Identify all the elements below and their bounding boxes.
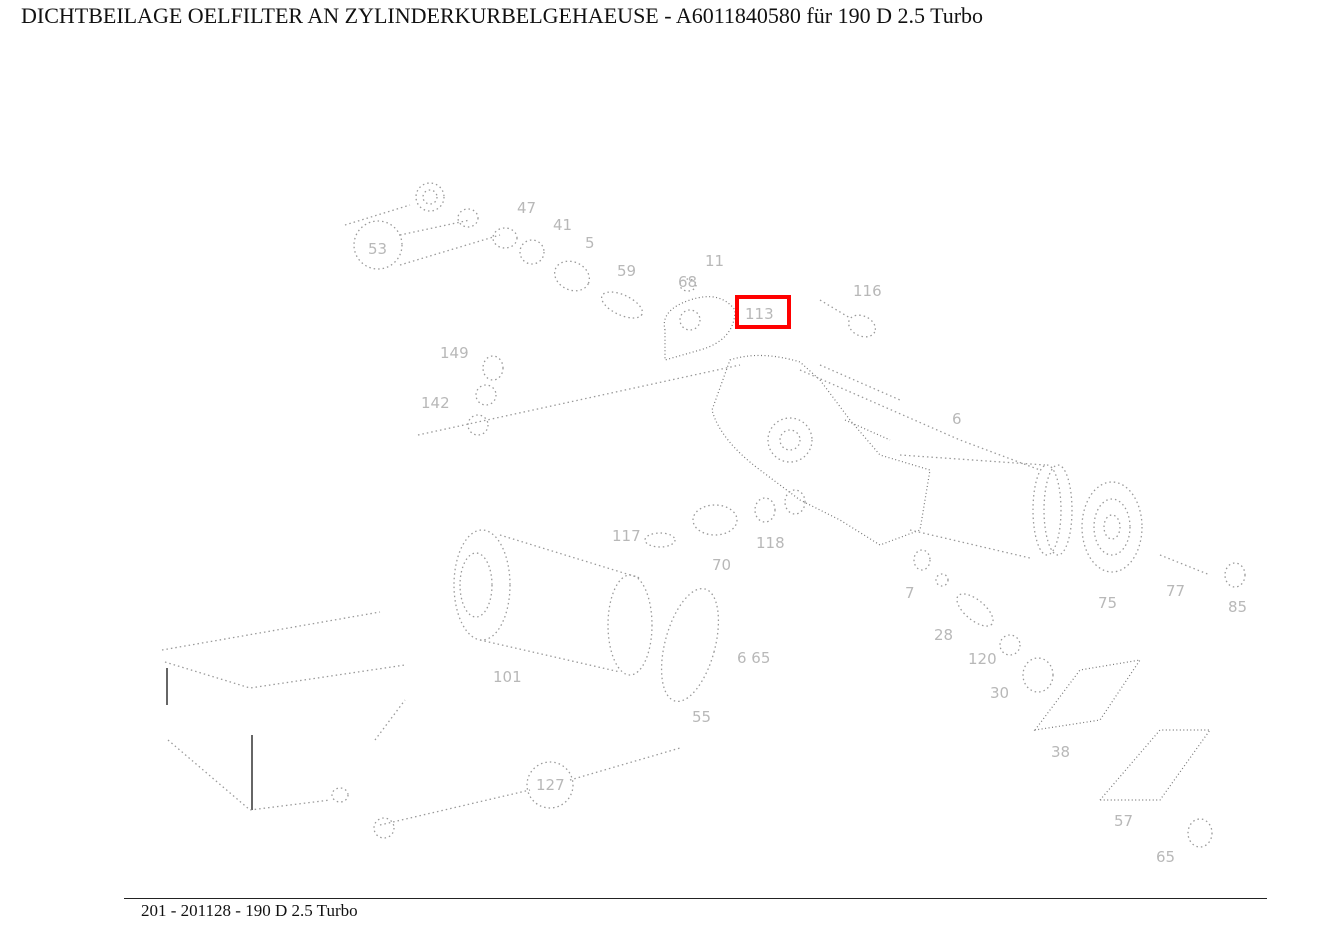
part-label[interactable]: 11 <box>705 252 724 270</box>
part-label[interactable]: 6 <box>952 410 962 428</box>
part-label[interactable]: 77 <box>1166 582 1185 600</box>
gasket-ring-55 <box>660 587 720 703</box>
highlight-box <box>735 295 791 329</box>
part-label[interactable]: 47 <box>517 199 536 217</box>
part-label[interactable]: 70 <box>712 556 731 574</box>
part-label[interactable]: 59 <box>617 262 636 280</box>
filter-cylinder-right <box>899 454 1246 588</box>
part-label[interactable]: 65 <box>1156 848 1175 866</box>
part-label[interactable]: 116 <box>853 282 882 300</box>
lower-right-parts <box>913 549 1213 848</box>
part-label[interactable]: 5 <box>585 234 595 252</box>
part-label[interactable]: 6 65 <box>737 649 770 667</box>
part-label[interactable]: 127 <box>536 776 565 794</box>
part-label[interactable]: 117 <box>612 527 641 545</box>
part-label[interactable]: 120 <box>968 650 997 668</box>
part-label[interactable]: 149 <box>440 344 469 362</box>
part-label[interactable]: 53 <box>368 240 387 258</box>
part-label[interactable]: 68 <box>678 273 697 291</box>
part-label[interactable]: 7 <box>905 584 915 602</box>
upper-bracket <box>663 278 736 361</box>
part-label[interactable]: 41 <box>553 216 572 234</box>
filter-cartridge-101 <box>453 529 653 676</box>
part-labels: 53 47 41 5 59 11 68 113 116 149 142 6 11… <box>368 199 1247 866</box>
part-label[interactable]: 30 <box>990 684 1009 702</box>
part-label[interactable]: 118 <box>756 534 785 552</box>
part-label[interactable]: 85 <box>1228 598 1247 616</box>
oil-filter-housing <box>644 354 1041 548</box>
lower-housing-box <box>161 611 681 839</box>
part-label[interactable]: 101 <box>493 668 522 686</box>
part-label[interactable]: 55 <box>692 708 711 726</box>
bolt-116 <box>819 299 877 338</box>
part-label[interactable]: 38 <box>1051 743 1070 761</box>
fittings-149-142 <box>417 355 741 436</box>
pulley-assembly <box>344 182 644 319</box>
footer-divider <box>124 898 1267 899</box>
part-label[interactable]: 57 <box>1114 812 1133 830</box>
part-label-highlighted[interactable]: 113 <box>745 305 774 323</box>
footer-model-info: 201 - 201128 - 190 D 2.5 Turbo <box>141 901 358 920</box>
page-title: DICHTBEILAGE OELFILTER AN ZYLINDERKURBEL… <box>21 3 984 28</box>
part-label[interactable]: 75 <box>1098 594 1117 612</box>
part-label[interactable]: 142 <box>421 394 450 412</box>
part-label[interactable]: 28 <box>934 626 953 644</box>
